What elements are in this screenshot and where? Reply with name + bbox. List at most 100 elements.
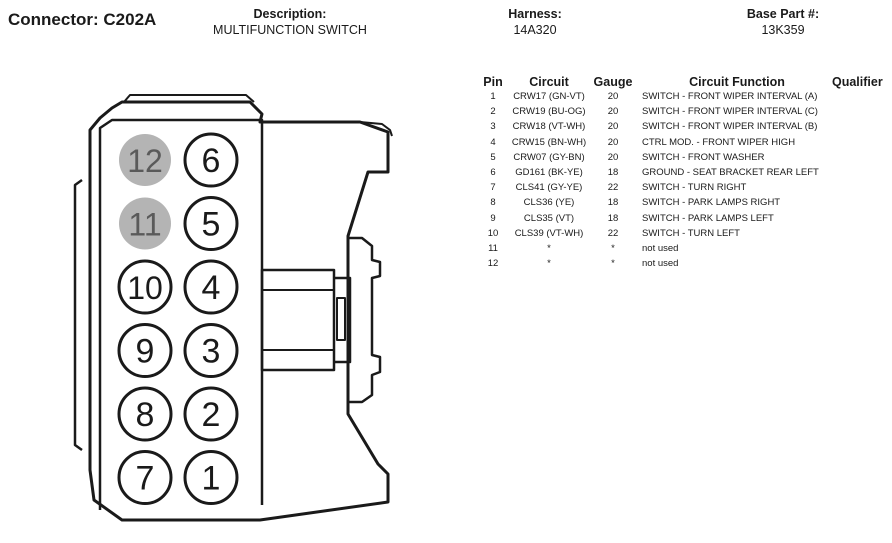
left-rail xyxy=(73,178,83,452)
cavity-11: 11 xyxy=(119,197,171,250)
cell-gauge: 20 xyxy=(607,151,619,163)
cavity-circle xyxy=(183,259,239,315)
cavity-number: 8 xyxy=(136,396,155,434)
description-label: Description: xyxy=(253,7,327,21)
cell-circuit: CRW18 (VT-WH) xyxy=(512,121,586,133)
cell-function: SWITCH - TURN LEFT xyxy=(642,227,740,239)
cell-circuit: CRW19 (BU-OG) xyxy=(512,106,586,118)
cell-pin: 9 xyxy=(490,212,496,224)
table-row: 6 GD161 (BK-YE) 18 GROUND - SEAT BRACKET RE… xyxy=(478,165,892,180)
cavity-1: 1 xyxy=(183,450,239,505)
cell-gauge: 20 xyxy=(607,121,619,133)
cavity-12: 12 xyxy=(119,134,171,186)
cavity-circle xyxy=(183,323,239,378)
cell-qualifier xyxy=(832,180,892,195)
table-row: 8 CLS36 (YE) 18 SWITCH - PARK LAMPS RIGHT xyxy=(478,195,892,210)
cell-qualifier xyxy=(832,195,892,210)
cell-pin: 6 xyxy=(490,167,496,179)
cell-function: SWITCH - FRONT WIPER INTERVAL (B) xyxy=(642,121,818,133)
cavity-8: 8 xyxy=(117,386,173,442)
pinout-table: Pin Circuit Gauge Circuit Function Quali… xyxy=(478,72,892,271)
cell-function: not used xyxy=(642,258,679,270)
col-header-qualifier: Qualifier xyxy=(832,75,883,89)
cell-gauge: 22 xyxy=(607,227,619,239)
cell-gauge: 20 xyxy=(607,91,619,102)
cavity-number: 1 xyxy=(202,460,221,498)
cell-function: GROUND - SEAT BRACKET REAR LEFT xyxy=(642,167,819,179)
cell-circuit: CRW17 (GN-VT) xyxy=(513,91,585,102)
cell-gauge: 18 xyxy=(607,167,619,179)
cell-circuit: CLS35 (VT) xyxy=(523,212,575,224)
cell-gauge: * xyxy=(611,243,615,255)
cell-qualifier xyxy=(832,135,892,150)
cavity-number: 6 xyxy=(202,142,221,180)
cell-circuit: CLS36 (YE) xyxy=(523,197,575,209)
cell-pin: 4 xyxy=(490,136,496,148)
cell-function: SWITCH - FRONT WIPER INTERVAL (A) xyxy=(642,91,818,102)
cell-qualifier xyxy=(832,211,892,226)
table-row: 12**not used xyxy=(478,256,892,271)
cavity-circle xyxy=(119,134,171,186)
lock-tab-outer xyxy=(348,236,382,404)
cell-circuit: * xyxy=(547,258,551,270)
cavity-4: 4 xyxy=(183,259,239,315)
cavity-10: 10 xyxy=(117,259,173,315)
base-part-label: Base Part #: xyxy=(746,7,820,21)
connector-housing xyxy=(73,94,393,522)
cavity-circle xyxy=(119,197,171,250)
cavity-circle xyxy=(117,259,173,315)
connector-title: Connector: C202A xyxy=(8,10,157,29)
cell-function: SWITCH - TURN RIGHT xyxy=(642,182,747,194)
cavity-circle xyxy=(117,450,173,505)
cavity-7: 7 xyxy=(117,450,173,505)
cell-gauge: 18 xyxy=(607,212,619,224)
cavity-number: 11 xyxy=(128,207,161,243)
harness-value: 14A320 xyxy=(513,23,557,37)
cell-pin: 8 xyxy=(490,197,496,209)
table-row: 11**not used xyxy=(478,241,892,256)
cell-pin: 11 xyxy=(488,243,498,255)
cavity-5: 5 xyxy=(183,196,239,251)
table-row: 1 CRW17 (GN-VT) 20 SWITCH - FRONT WIPER INT… xyxy=(478,89,892,104)
cell-qualifier xyxy=(832,165,892,180)
cavity-6: 6 xyxy=(183,132,239,188)
cavity-number: 5 xyxy=(202,206,221,244)
cell-pin: 1 xyxy=(490,91,496,102)
cell-pin: 5 xyxy=(490,151,496,163)
cell-gauge: 22 xyxy=(607,182,619,194)
cavity-circle xyxy=(183,196,239,251)
cell-qualifier xyxy=(832,226,892,241)
cell-function: SWITCH - FRONT WIPER INTERVAL (C) xyxy=(642,106,818,118)
base-part-block: Base Part #: 13K359 xyxy=(718,7,848,39)
col-header-gauge: Gauge xyxy=(593,75,633,89)
cavity-circle xyxy=(117,323,173,378)
base-part-value: 13K359 xyxy=(761,23,805,37)
lock-tab xyxy=(334,276,352,364)
col-header-pin: Pin xyxy=(483,75,503,89)
cell-function: SWITCH - PARK LAMPS LEFT xyxy=(642,212,774,224)
latch-hook xyxy=(359,121,393,137)
cell-gauge: 18 xyxy=(607,197,619,209)
cell-pin: 10 xyxy=(487,227,499,239)
top-ridge xyxy=(123,94,255,103)
cavity-number: 4 xyxy=(202,269,221,307)
lock-slot xyxy=(336,297,346,341)
cell-circuit: GD161 (BK-YE) xyxy=(515,167,583,179)
cell-circuit: CRW15 (BN-WH) xyxy=(511,136,587,148)
table-header-row: Pin Circuit Gauge Circuit Function Quali… xyxy=(478,72,892,89)
cavity-number: 7 xyxy=(136,460,155,498)
cavity-number: 9 xyxy=(136,333,155,371)
cell-function: SWITCH - PARK LAMPS RIGHT xyxy=(642,197,781,209)
cell-circuit: * xyxy=(547,243,551,255)
cavity-number: 12 xyxy=(127,143,163,179)
cell-pin: 12 xyxy=(487,258,499,270)
cell-qualifier xyxy=(832,256,892,271)
col-header-circuit: Circuit xyxy=(529,75,569,89)
